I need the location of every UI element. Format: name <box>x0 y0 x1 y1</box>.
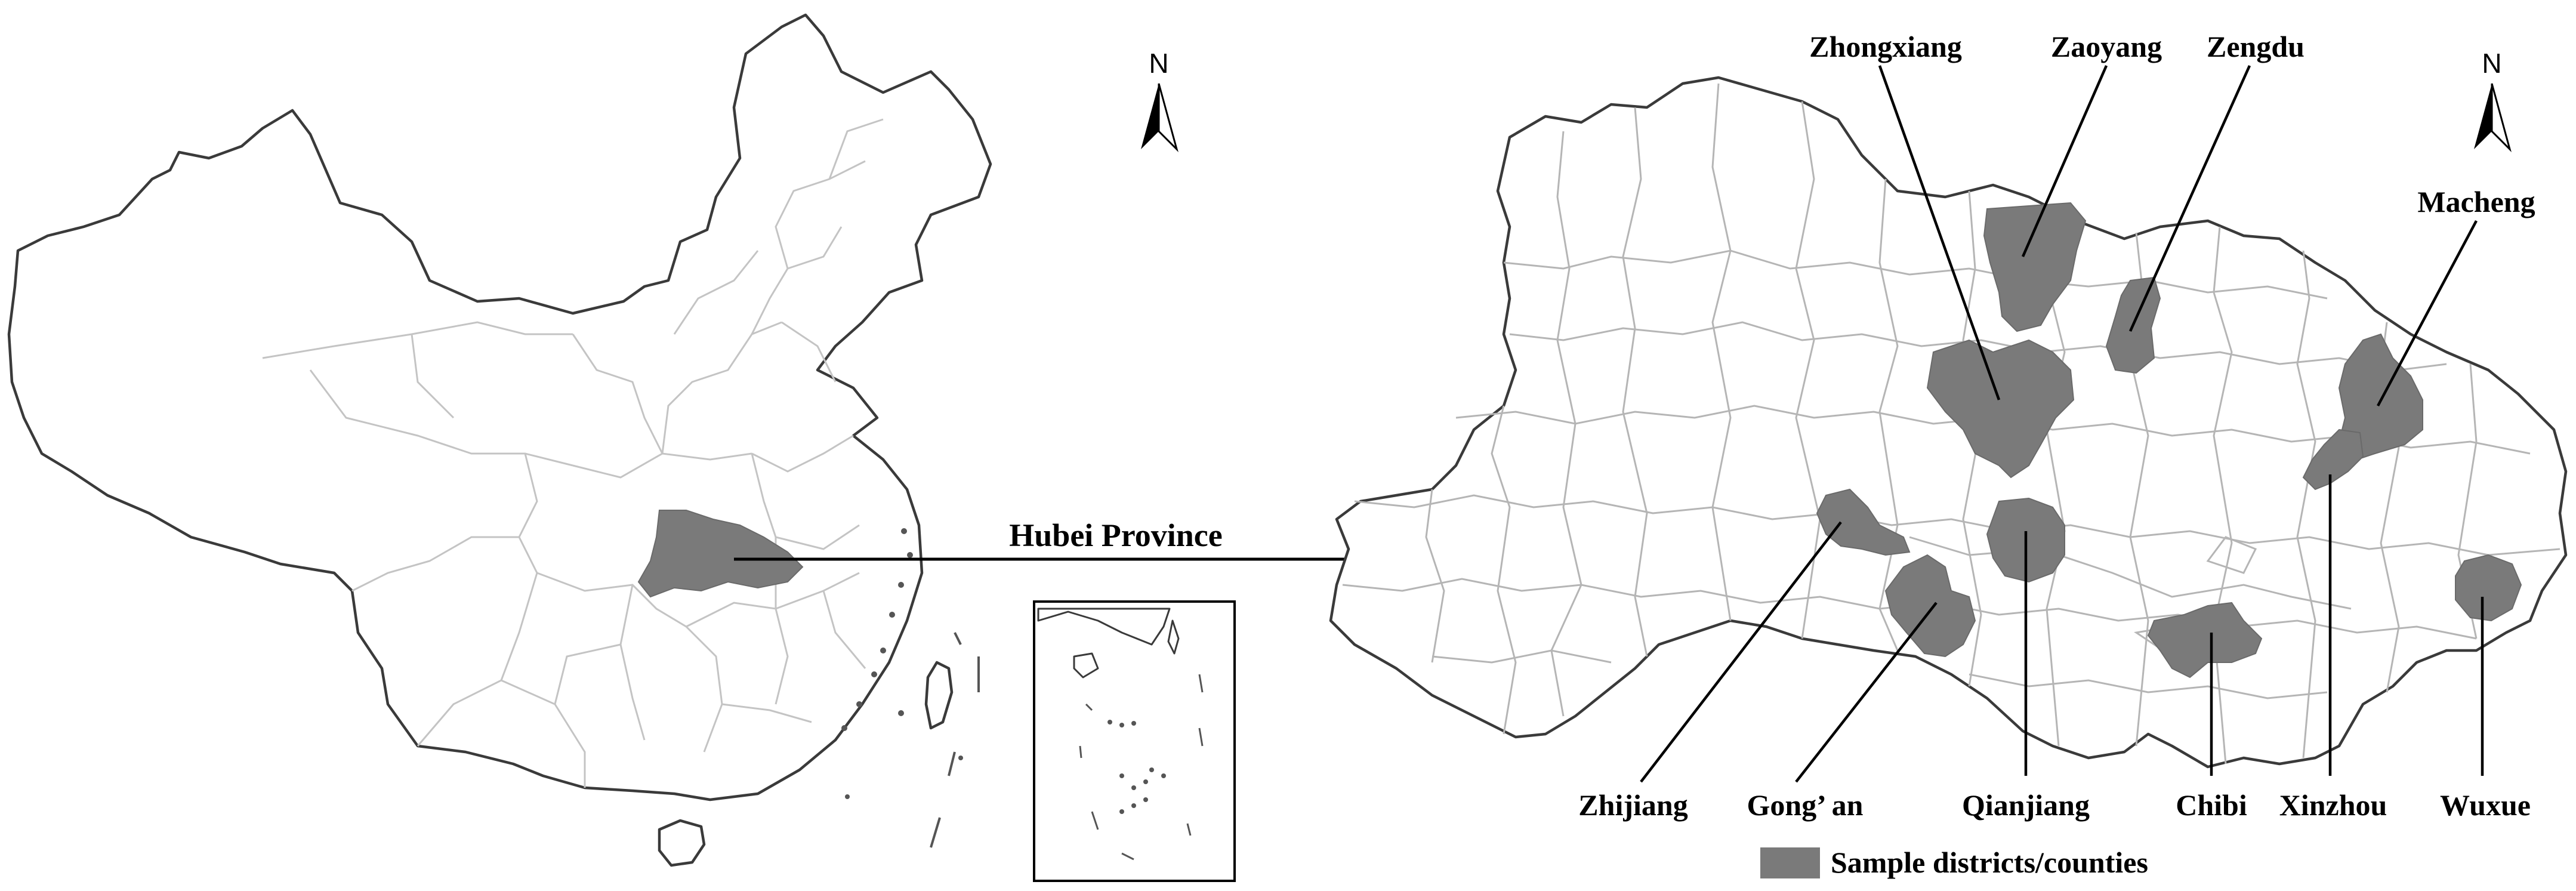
zaoyang-polygon <box>1983 202 2087 332</box>
site-label-zengdu: Zengdu <box>2207 30 2304 63</box>
north-label-left: N <box>1149 48 1168 79</box>
chibi-polygon <box>2147 602 2263 679</box>
site-label-macheng: Macheng <box>2417 185 2535 218</box>
zhongxiang-polygon <box>1926 339 2075 479</box>
zhijiang-polygon <box>1816 488 1911 556</box>
site-label-chibi: Chibi <box>2176 788 2247 822</box>
wuxue-polygon <box>2455 554 2522 622</box>
site-label-gongan: Gong’ an <box>1747 788 1864 822</box>
hubei-province-label: Hubei Province <box>1009 517 1223 553</box>
site-label-xinzhou: Xinzhou <box>2279 788 2387 822</box>
coastal-islands <box>841 528 963 799</box>
legend: Sample districts/counties <box>1760 846 2148 879</box>
site-label-qianjiang: Qianjiang <box>1962 788 2090 822</box>
site-label-zaoyang: Zaoyang <box>2051 30 2162 63</box>
north-arrow-left: N <box>1141 48 1179 153</box>
site-label-zhongxiang: Zhongxiang <box>1809 30 1962 63</box>
site-labels: Zhongxiang Zaoyang Zengdu Macheng Zhijia… <box>1578 30 2535 822</box>
hubei-province-highlight <box>637 510 804 598</box>
site-label-zhijiang: Zhijiang <box>1578 788 1687 822</box>
gongan-polygon <box>1884 554 1976 658</box>
xinzhou-polygon <box>2302 428 2364 491</box>
south-china-sea-inset <box>1033 600 1236 882</box>
hainan-island <box>658 819 706 867</box>
hubei-county-map: N Zhongxiang Zaoyang Zengdu Macheng Zhij… <box>1329 30 2568 879</box>
province-borders <box>262 118 884 788</box>
sea-boundary-dashes <box>930 632 980 848</box>
leader-lines <box>1640 65 2484 783</box>
north-arrow-right: N <box>2474 48 2512 153</box>
site-label-wuxue: Wuxue <box>2440 788 2531 822</box>
legend-label: Sample districts/counties <box>1831 846 2148 879</box>
north-label-right: N <box>2482 48 2501 79</box>
legend-swatch <box>1760 847 1820 878</box>
china-map: N <box>7 13 1236 882</box>
sample-county-polygons <box>1816 202 2522 679</box>
taiwan-island <box>924 661 954 730</box>
